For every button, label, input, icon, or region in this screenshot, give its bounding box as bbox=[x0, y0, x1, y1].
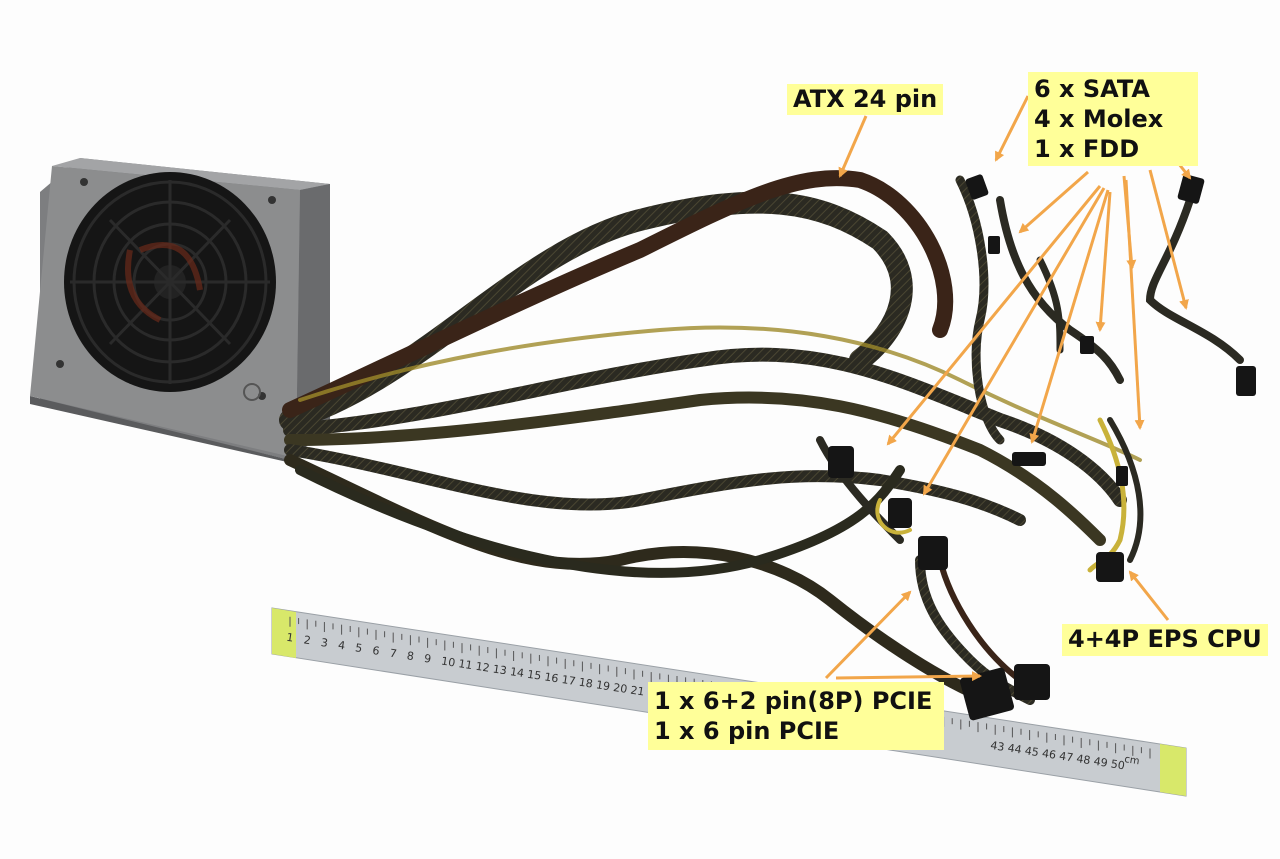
ruler-number: 11 bbox=[458, 657, 474, 672]
ruler-number: 6 bbox=[372, 644, 381, 658]
ruler-number: 15 bbox=[526, 668, 542, 683]
callout-eps-text: 4+4P EPS CPU bbox=[1068, 625, 1262, 653]
ruler-number: 43 bbox=[990, 739, 1006, 754]
ruler-number: 12 bbox=[475, 660, 491, 675]
ruler-number: 48 bbox=[1076, 752, 1092, 767]
ruler-number: 20 bbox=[612, 681, 628, 696]
ruler-number: 7 bbox=[389, 647, 398, 661]
ruler-number: 10 bbox=[440, 655, 456, 670]
cable-bundle bbox=[279, 170, 1244, 706]
ruler-number: 2 bbox=[303, 633, 312, 647]
callout-eps-cpu: 4+4P EPS CPU bbox=[1062, 624, 1268, 656]
callout-pcie-connectors: 1 x 6+2 pin(8P) PCIE 1 x 6 pin PCIE bbox=[648, 682, 944, 750]
ruler-number: 45 bbox=[1024, 744, 1040, 759]
ruler-number: 8 bbox=[406, 649, 415, 663]
ruler-number: 14 bbox=[509, 665, 525, 680]
ruler-number: 44 bbox=[1007, 742, 1023, 757]
callout-sata-text: 6 x SATA bbox=[1034, 75, 1150, 103]
callout-atx-text: ATX 24 pin bbox=[793, 85, 938, 113]
callout-molex-text: 4 x Molex bbox=[1034, 105, 1164, 133]
ruler-number: 13 bbox=[492, 662, 508, 677]
fan-grille bbox=[64, 172, 276, 392]
ruler-number: 4 bbox=[337, 639, 346, 653]
ruler-number: 46 bbox=[1041, 747, 1057, 762]
ruler-number: 50 bbox=[1110, 757, 1126, 772]
callout-fdd-text: 1 x FDD bbox=[1034, 135, 1140, 163]
ruler-number: 49 bbox=[1093, 755, 1109, 770]
ruler-number: 1 bbox=[286, 631, 295, 645]
callout-pcie-8p-text: 1 x 6+2 pin(8P) PCIE bbox=[654, 687, 933, 715]
ruler-number: 47 bbox=[1058, 749, 1074, 764]
callout-pcie-6p-text: 1 x 6 pin PCIE bbox=[654, 717, 840, 745]
callout-atx-24-pin: ATX 24 pin bbox=[787, 84, 944, 115]
ruler-number: 3 bbox=[320, 636, 329, 650]
ruler-unit-label: cm bbox=[1124, 754, 1141, 767]
ruler-number: 9 bbox=[423, 652, 432, 666]
callout-storage-connectors: 6 x SATA 4 x Molex 1 x FDD bbox=[1028, 72, 1198, 166]
ruler-number: 18 bbox=[578, 676, 594, 691]
ruler-number: 17 bbox=[561, 673, 577, 688]
ruler-number: 5 bbox=[354, 641, 363, 655]
ruler-number: 19 bbox=[595, 678, 611, 693]
ruler-number: 16 bbox=[544, 670, 560, 685]
ruler-number: 21 bbox=[630, 684, 646, 699]
